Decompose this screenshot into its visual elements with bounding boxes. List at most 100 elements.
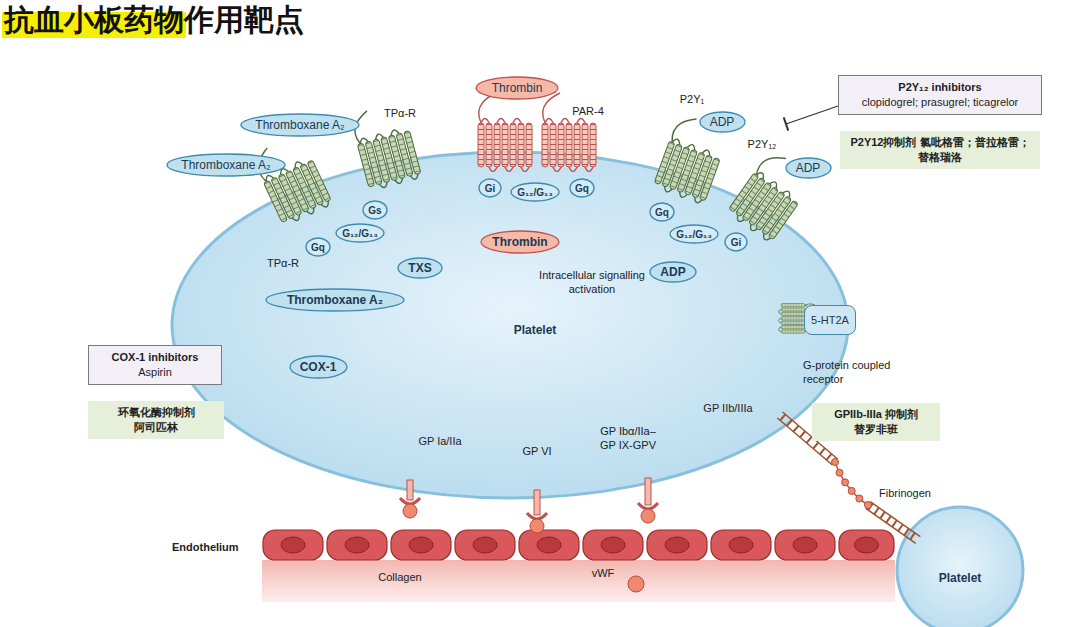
node-text: TXS — [408, 261, 431, 275]
node-text: Platelet — [939, 571, 982, 585]
drug-callout-cn: GPIIb-IIIa 抑制剂 替罗非班 — [812, 403, 940, 441]
tissue — [262, 560, 895, 602]
drug-callout: P2Y₁₂ inhibitorsclopidogrel; prasugrel; … — [838, 75, 1042, 115]
vwf-ball — [628, 576, 644, 592]
part-label: Collagen — [378, 570, 421, 584]
fibrinogen-chain — [835, 462, 868, 505]
integrin-band — [813, 443, 818, 449]
helix — [542, 123, 548, 167]
fibrinogen-bead — [856, 495, 863, 502]
part-label: P2Y₁₂ — [748, 137, 777, 151]
ellipse-outline — [266, 289, 404, 311]
receptor-loop — [561, 119, 569, 124]
glycoprotein-cup — [400, 498, 420, 504]
thrombin-ellipse: Thrombin — [475, 76, 559, 100]
cell-nucleus — [601, 537, 625, 553]
endothelial-cell — [839, 530, 894, 560]
cell-nucleus — [345, 537, 369, 553]
ligand-ball — [403, 504, 417, 518]
helix — [502, 123, 508, 167]
receptor-loop — [545, 119, 553, 124]
endothelial-cell — [647, 530, 707, 560]
endothelial-cell — [583, 530, 643, 560]
node-text: Aspirin — [95, 365, 215, 380]
node-text: Gq — [655, 207, 669, 218]
g-protein: G₁₂/G₁₃ — [510, 182, 560, 202]
ellipse-outline — [670, 225, 718, 243]
node-text: GPIIb-IIIa 抑制剂 替罗非班 — [818, 407, 934, 437]
receptor-loop — [577, 119, 585, 124]
g-protein: Gq — [305, 237, 331, 257]
ligand-ellipse: Thromboxane A₂ — [240, 113, 360, 137]
ligand-ball — [530, 519, 544, 533]
glycoprotein-stalk — [645, 478, 651, 505]
part-label: GP IIb/IIIa — [703, 401, 752, 415]
part-label: GP VI — [522, 444, 551, 458]
helix — [781, 317, 805, 320]
node-text: ADP — [710, 115, 735, 129]
ellipse-outline — [363, 201, 387, 219]
ellipse-outline — [725, 233, 747, 251]
ligand-ellipse: Thromboxane A₂ — [265, 288, 405, 312]
receptor-loop — [513, 119, 521, 124]
receptor-loop — [497, 119, 505, 124]
receptor-loop — [687, 143, 696, 150]
integrin-band — [820, 448, 825, 454]
node-text: Gi — [731, 237, 742, 248]
ellipse-outline — [481, 231, 559, 253]
receptor-loop — [783, 189, 792, 197]
helix — [781, 308, 805, 311]
glycoprotein-stalk — [407, 480, 413, 500]
node-text: Gq — [311, 242, 325, 253]
part-label: TPα-R — [267, 256, 299, 270]
part-label: G-protein coupled receptor — [803, 358, 901, 387]
node-outline — [895, 505, 1025, 627]
inhibitor-line — [786, 106, 838, 124]
part-label: Fibrinogen — [879, 486, 931, 500]
part-label: PAR-4 — [572, 104, 604, 118]
ellipse-outline — [650, 203, 674, 221]
endothelial-cell — [711, 530, 771, 560]
helix — [781, 312, 805, 315]
receptor-loop — [481, 119, 489, 124]
ellipse-outline — [511, 183, 559, 201]
g-protein: G₁₂/G₁₃ — [669, 224, 719, 244]
platelet-cell: Platelet — [895, 505, 1025, 627]
node-text: Thrombin — [492, 81, 543, 95]
ellipse-outline — [241, 114, 359, 136]
ellipse-outline — [336, 224, 384, 242]
g-protein: Gq — [649, 202, 675, 222]
cell-nucleus — [729, 537, 753, 553]
receptor-loop — [770, 180, 779, 188]
ellipse-outline — [290, 356, 347, 378]
integrin-band — [793, 426, 798, 432]
fibrinogen-bead — [848, 487, 855, 494]
helix — [486, 123, 492, 167]
integrin-band — [880, 512, 885, 519]
integrin-band — [892, 520, 897, 527]
glycoprotein-stalk — [534, 490, 540, 515]
integrin-band — [898, 524, 903, 531]
part-label: GP Ibα/IIa– GP IX-GPV — [591, 424, 665, 453]
ligand-ellipse: ADP — [785, 157, 832, 179]
receptor-tail — [670, 113, 696, 147]
ellipse-outline — [700, 112, 745, 132]
ellipse-outline — [786, 158, 831, 178]
node-text: G₁₂/G₁₃ — [517, 187, 553, 198]
seven-tm-receptor — [542, 93, 596, 172]
node-text: Gs — [368, 205, 381, 216]
node-text: Platelet — [514, 323, 557, 337]
ellipse-outline — [476, 77, 558, 99]
receptor-tail — [543, 93, 560, 123]
glycoprotein-cup — [638, 503, 658, 509]
ellipse-outline — [650, 262, 696, 282]
node-text: Thromboxane A₂ — [287, 293, 383, 307]
endothelial-cell — [327, 530, 387, 560]
ellipse-outline — [479, 179, 501, 197]
ellipse-outline — [167, 154, 285, 176]
integrin-band — [826, 454, 831, 460]
node-text: clopidogrel; prasugrel; ticagrelor — [845, 95, 1035, 110]
ligand-ellipse: ADP — [649, 261, 697, 283]
thrombin-ellipse: Thrombin — [480, 230, 560, 254]
